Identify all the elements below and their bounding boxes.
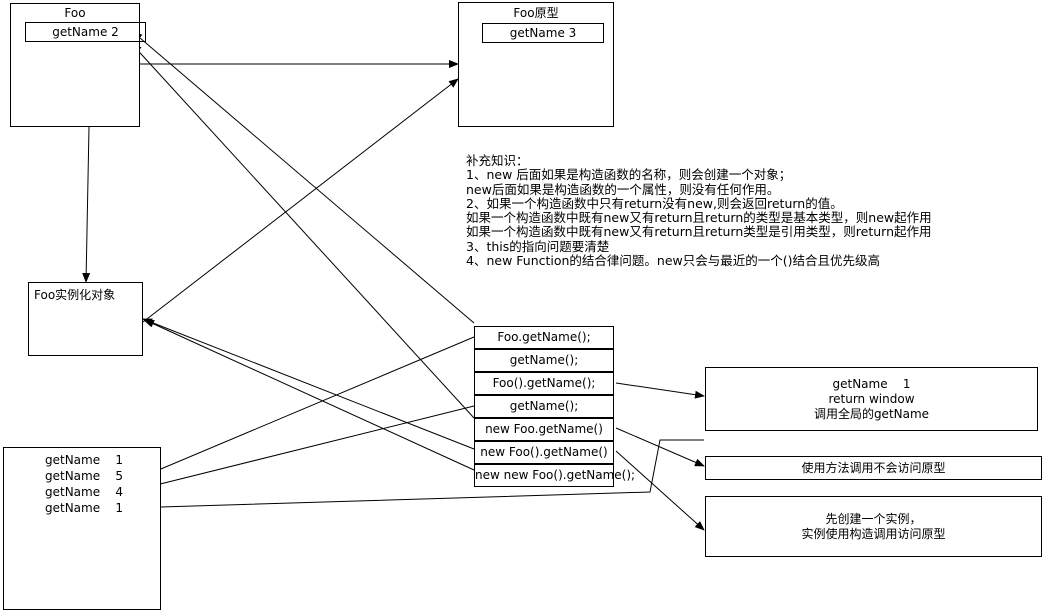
foo-to-instance-arrow — [82, 126, 91, 283]
notes-line: 2、如果一个构造函数中只有return没有new,则会返回return的值。 — [466, 195, 843, 211]
call3-to-explanation-arrow — [615, 382, 705, 399]
notes-line: 1、new 后面如果是构造函数的名称，则会创建一个对象； — [466, 167, 792, 183]
foo-box: Foo getName 2 — [10, 3, 146, 127]
explanation-line: 实例使用构造调用访问原型 — [801, 526, 946, 541]
global-getname-list: getName 1 getName 5 getName 4 getName 1 — [45, 452, 123, 516]
notes-line: 3、this的指向问题要清楚 — [466, 238, 610, 254]
foo-getname-property: getName 2 — [25, 22, 146, 42]
explanation-new-foo-instance: 先创建一个实例， 实例使用构造调用访问原型 — [705, 496, 1042, 557]
call5-to-foo-getname-arrow — [131, 43, 475, 419]
prototype-box: Foo原型 getName 3 — [458, 2, 614, 127]
notes-line: 4、new Function的结合律问题。new只会与最近的一个()结合且优先级… — [466, 253, 881, 269]
call5-to-explanation-arrow — [615, 427, 705, 467]
global-getname-1: getName 1 — [45, 453, 123, 467]
explanation-line: 调用全局的getName — [813, 406, 930, 421]
foo-title: Foo — [64, 6, 86, 20]
call1-to-foo-getname-arrow — [132, 31, 475, 324]
global-getname-4: getName 4 — [45, 485, 123, 499]
call-getname-second: getName(); — [474, 395, 614, 418]
global-getname-1-final: getName 1 — [45, 501, 123, 515]
instance-to-prototype-arrow — [142, 78, 459, 323]
call-foo-getname: Foo.getName(); — [474, 326, 614, 349]
call4-to-global-4-arrow — [127, 405, 475, 494]
notes-heading: 补充知识： — [466, 153, 529, 168]
explanation-line: 先创建一个实例， — [825, 511, 922, 526]
global-box — [3, 447, 161, 610]
global-getname-5: getName 5 — [45, 469, 123, 483]
explanation-line: return window — [828, 391, 915, 406]
window-to-global-1-arrow — [127, 439, 704, 512]
prototype-getname-property: getName 3 — [482, 23, 604, 43]
instance-title: Foo实例化对象 — [34, 288, 116, 302]
call-getname: getName(); — [474, 349, 614, 372]
call-new-new-foo-getname: new new Foo().getName(); — [474, 464, 635, 487]
call-to-global-5-arrow — [129, 336, 475, 483]
explanation-line: 使用方法调用不会访问原型 — [801, 460, 946, 475]
explanation-line: getName 1 — [832, 376, 911, 391]
instance-box: Foo实例化对象 — [28, 282, 143, 356]
call6-to-instance-arrow — [142, 318, 475, 450]
notes-block: 补充知识： 1、new 后面如果是构造函数的名称，则会创建一个对象； new后面… — [466, 153, 1041, 269]
notes-line: 如果一个构造函数中既有new又有return且return的类型是基本类型，则n… — [466, 210, 932, 226]
call6-to-explanation-arrow — [615, 450, 705, 531]
call-new-foo-instance-getname: new Foo().getName() — [474, 441, 614, 464]
call7-to-instance-arrow — [144, 319, 475, 471]
call-foo-invoke-getname: Foo().getName(); — [474, 372, 614, 395]
prototype-title: Foo原型 — [513, 6, 559, 20]
notes-line: new后面如果是构造函数的一个属性，则没有任何作用。 — [466, 181, 780, 197]
call-new-foo-getname: new Foo.getName() — [474, 418, 614, 441]
notes-line: 如果一个构造函数中既有new又有return且return类型是引用类型，则re… — [466, 224, 932, 240]
explanation-new-foo-getname: 使用方法调用不会访问原型 — [705, 456, 1042, 480]
explanation-foo-invoke: getName 1 return window 调用全局的getName — [705, 367, 1038, 431]
